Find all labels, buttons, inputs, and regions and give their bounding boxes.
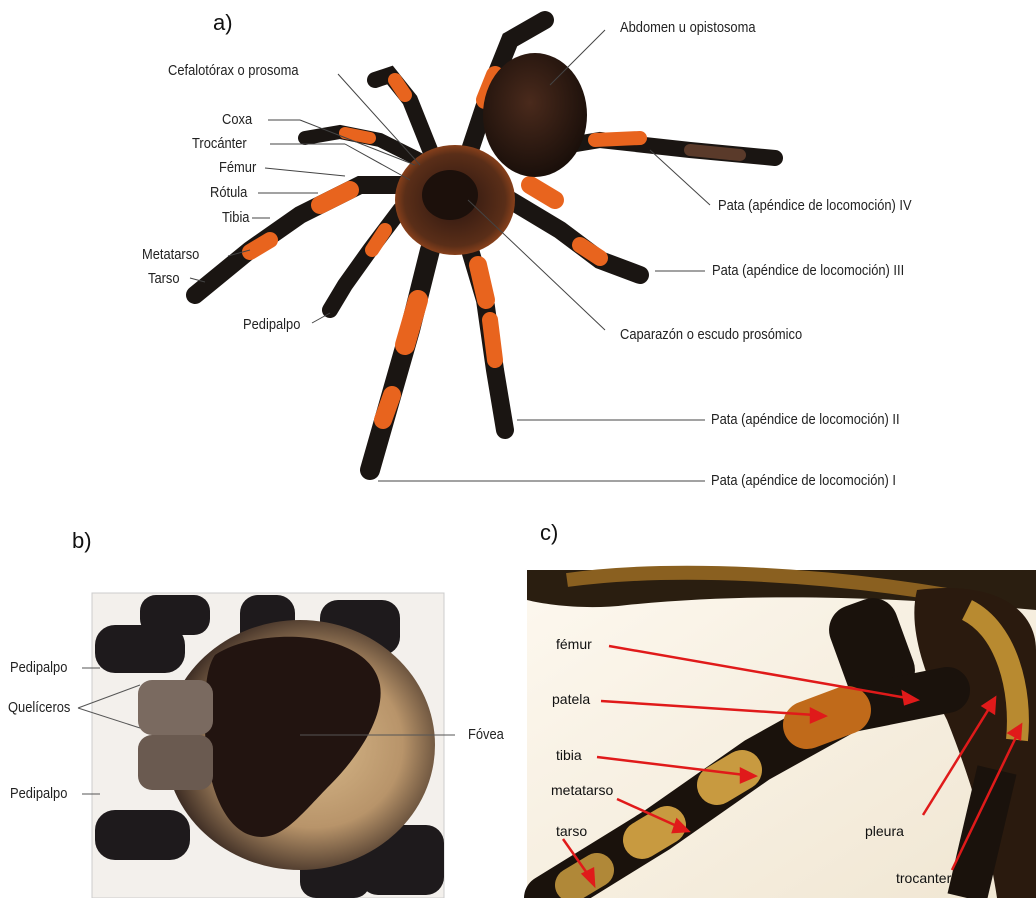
label-c-tarso: tarso [556,823,587,839]
label-tarso: Tarso [148,270,180,288]
label-pata-iv: Pata (apéndice de locomoción) IV [718,197,912,215]
panel-b: Pedipalpo Quelíceros Pedipalpo Fóvea [0,585,520,898]
panel-c: fémur patela tibia metatarso tarso pleur… [527,570,1036,898]
label-femur: Fémur [219,159,256,177]
label-pata-iii: Pata (apéndice de locomoción) III [712,262,904,280]
label-rotula: Rótula [210,184,247,202]
label-c-trocanter: trocanter [896,870,951,886]
label-b-queliceros: Quelíceros [8,699,70,717]
label-trocanter: Trocánter [192,135,247,153]
label-c-femur: fémur [556,636,592,652]
label-abdomen: Abdomen u opistosoma [620,19,756,37]
label-caparazon: Caparazón o escudo prosómico [620,326,802,344]
label-coxa: Coxa [222,111,252,129]
label-c-patela: patela [552,691,590,707]
label-metatarso: Metatarso [142,246,199,264]
label-b-pedipalpo-bottom: Pedipalpo [10,785,67,803]
prosoma-closeup-photo [0,585,520,898]
label-cefalotorax: Cefalotórax o prosoma [168,62,299,80]
label-c-tibia: tibia [556,747,582,763]
label-b-fovea: Fóvea [468,726,504,744]
label-c-pleura: pleura [865,823,904,839]
panel-a: a) [0,0,1036,510]
label-pata-ii: Pata (apéndice de locomoción) II [711,411,900,429]
label-tibia: Tibia [222,209,249,227]
label-c-metatarso: metatarso [551,782,613,798]
panel-c-letter: c) [540,520,558,546]
panel-b-letter: b) [72,528,92,554]
label-pata-i: Pata (apéndice de locomoción) I [711,472,896,490]
abdomen-shape [483,53,587,177]
leg-closeup-photo [527,570,1036,898]
label-b-pedipalpo-top: Pedipalpo [10,659,67,677]
label-pedipalpo: Pedipalpo [243,316,300,334]
